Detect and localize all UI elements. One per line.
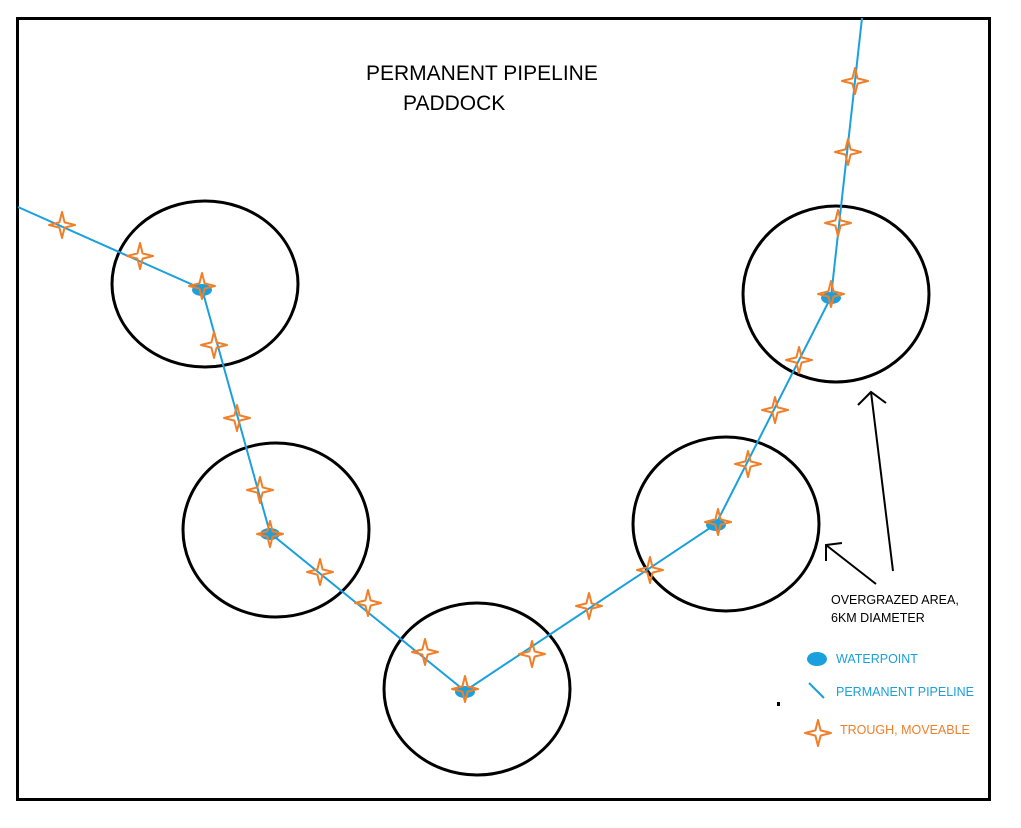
arrows xyxy=(825,390,894,585)
trough-legend-icon xyxy=(804,719,832,747)
waterpoint-icon xyxy=(821,292,841,304)
overgrazed-note-line-2: 6KM DIAMETER xyxy=(831,611,925,625)
stray-dot xyxy=(777,702,780,706)
overgrazed-circle xyxy=(631,435,821,613)
waterpoint-legend-icon xyxy=(807,652,827,666)
trough-icon xyxy=(48,211,76,239)
troughs xyxy=(48,67,869,703)
overgrazed-note-line-1: OVERGRAZED AREA, xyxy=(831,593,959,607)
trough-icon xyxy=(636,556,664,584)
overgrazed-circle xyxy=(382,601,572,777)
overgrazed-circle xyxy=(110,199,300,369)
legend: WATERPOINT PERMANENT PIPELINE TROUGH, MO… xyxy=(804,652,974,747)
trough-icon xyxy=(734,450,762,478)
trough-icon xyxy=(834,138,862,166)
title-line-2: PADDOCK xyxy=(403,92,505,115)
trough-icon xyxy=(785,346,813,374)
overgrazed-circle xyxy=(741,204,931,384)
waterpoint-icon xyxy=(260,528,280,540)
title-line-1: PERMANENT PIPELINE xyxy=(366,62,598,85)
trough-icon xyxy=(223,404,251,432)
trough-icon xyxy=(200,331,228,359)
arrow-icon xyxy=(857,390,894,572)
trough-icon xyxy=(126,242,154,270)
trough-icon xyxy=(761,396,789,424)
waterpoint-icon xyxy=(192,284,212,296)
pipeline-network xyxy=(17,17,863,693)
trough-icon xyxy=(841,67,869,95)
arrow-icon xyxy=(825,542,877,585)
legend-waterpoint-label: WATERPOINT xyxy=(836,652,918,666)
legend-trough-label: TROUGH, MOVEABLE xyxy=(840,723,970,737)
trough-icon xyxy=(246,476,274,504)
overgrazed-circle xyxy=(181,441,371,619)
trough-icon xyxy=(306,558,334,586)
trough-icon xyxy=(256,520,284,548)
pipeline-line xyxy=(17,17,863,693)
waterpoint-icon xyxy=(455,686,475,698)
waterpoints xyxy=(192,284,841,698)
trough-icon xyxy=(704,508,732,536)
trough-icon xyxy=(817,280,845,308)
trough-icon xyxy=(575,592,603,620)
trough-icon xyxy=(518,640,546,668)
pipeline-legend-icon xyxy=(808,682,825,699)
trough-icon xyxy=(188,272,216,300)
legend-pipeline-label: PERMANENT PIPELINE xyxy=(836,685,974,699)
trough-icon xyxy=(824,209,852,237)
trough-icon xyxy=(354,589,382,617)
trough-icon xyxy=(451,675,479,703)
trough-icon xyxy=(411,638,439,666)
overgrazed-circles xyxy=(110,199,931,777)
trough-icon xyxy=(804,719,832,747)
paddock-boundary xyxy=(16,17,991,801)
